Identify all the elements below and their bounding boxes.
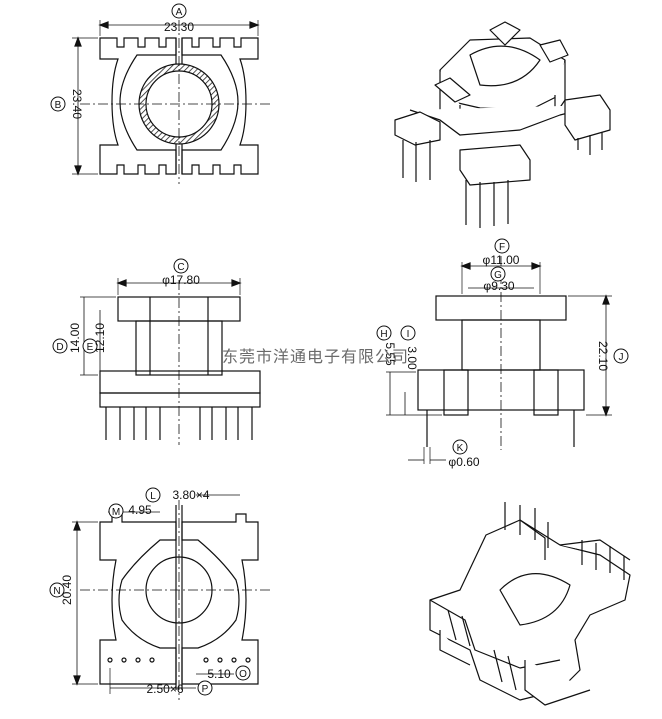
dim-p-callout: P 2.50×6 <box>146 680 213 696</box>
top-view <box>72 20 272 184</box>
dim-o-letter: O <box>239 669 247 680</box>
dim-l-callout: L 3.80×4 <box>145 487 210 503</box>
dim-d-letter: D <box>56 342 63 353</box>
bottom-view <box>72 494 272 700</box>
dim-a-letter: A <box>176 7 183 18</box>
dim-i-callout: I 3.00 <box>400 325 419 370</box>
dim-f-callout: F φ11.00 <box>483 238 520 267</box>
dim-b-value: 23.40 <box>70 89 84 119</box>
dim-f-letter: F <box>499 242 505 253</box>
dim-n-callout: N 20.40 <box>49 575 74 605</box>
dim-i-value: 3.00 <box>405 346 419 370</box>
dim-m-letter: M <box>112 507 120 518</box>
dim-l-value: 3.80×4 <box>172 488 209 502</box>
company-watermark: 东莞市洋通电子有限公司 <box>222 347 409 366</box>
bottom-view-outline-left <box>99 513 177 685</box>
dim-h-callout: H 5.55 <box>376 325 397 366</box>
dim-m-value: 4.95 <box>128 503 152 517</box>
dim-e-letter: E <box>87 342 94 353</box>
dim-l-letter: L <box>150 491 156 502</box>
dim-b-letter: B <box>55 100 62 111</box>
dim-a-callout: A 23.30 <box>164 3 194 34</box>
dim-b-callout: B 23.40 <box>50 89 84 119</box>
iso-view-top <box>394 21 611 228</box>
dim-p-value: 2.50×6 <box>146 682 183 696</box>
dim-n-letter: N <box>53 586 60 597</box>
dim-k-letter: K <box>457 443 464 454</box>
dim-c-letter: C <box>177 262 184 273</box>
dim-f-value: φ11.00 <box>483 253 520 267</box>
dim-h-value: 5.55 <box>383 342 397 366</box>
dim-k-value: φ0.60 <box>448 455 479 469</box>
dim-a-value: 23.30 <box>164 20 194 34</box>
dim-e-callout: E 12.10 <box>82 323 107 354</box>
dim-j-value: 22.10 <box>596 341 610 371</box>
dim-g-letter: G <box>494 270 502 281</box>
front-view <box>80 278 261 445</box>
dim-k-callout: K φ0.60 <box>448 439 480 469</box>
dim-j-letter: J <box>619 352 624 363</box>
bottom-view-outline-right <box>181 513 259 685</box>
dim-h-letter: H <box>380 329 387 340</box>
dim-p-letter: P <box>202 684 209 695</box>
bottom-pin-holes <box>107 657 251 663</box>
dim-m-callout: M 4.95 <box>108 503 152 519</box>
side-view <box>386 256 612 464</box>
dim-d-value: 14.00 <box>68 323 82 353</box>
dim-e-value: 12.10 <box>93 323 107 353</box>
dim-c-callout: C φ17.80 <box>162 258 200 287</box>
dim-i-letter: I <box>407 329 410 340</box>
dim-n-value: 20.40 <box>60 575 74 605</box>
dim-g-callout: G φ9.30 <box>483 266 515 293</box>
dim-o-value: 5.10 <box>207 667 231 681</box>
dim-g-value: φ9.30 <box>483 279 514 293</box>
dim-j-callout: J 22.10 <box>596 341 629 371</box>
front-pins <box>105 407 253 440</box>
dim-d-callout: D 14.00 <box>52 323 82 354</box>
dim-c-value: φ17.80 <box>162 273 200 287</box>
dim-o-callout: O 5.10 <box>207 665 251 681</box>
iso-view-bottom <box>429 502 631 706</box>
